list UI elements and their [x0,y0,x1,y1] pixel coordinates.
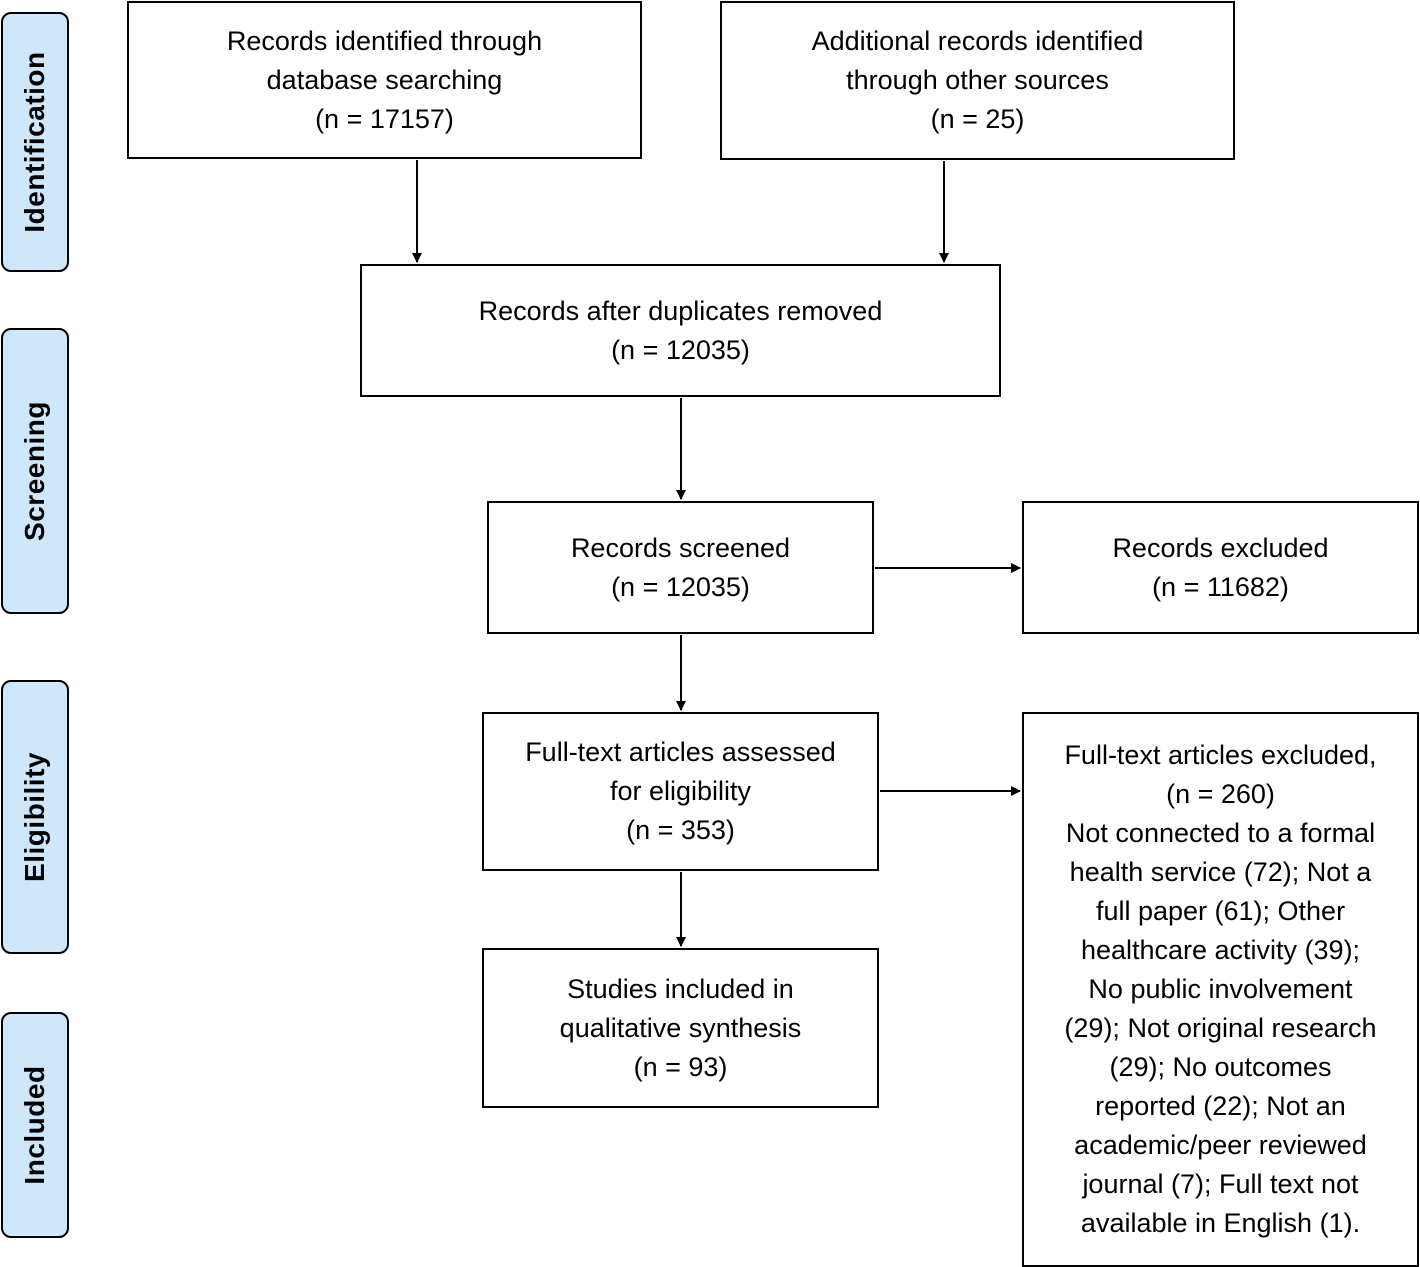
box-line: Records screened [570,532,791,563]
box-fulltext-assessed: Full-text articles assessed for eligibil… [482,712,879,871]
box-line: (n = 17157) [315,103,454,134]
box-line: (n = 353) [626,815,735,845]
box-fulltext-excluded: Full-text articles excluded, (n = 260) N… [1022,712,1419,1267]
box-line: Records identified through [226,25,543,56]
box-studies-included: Studies included in qualitative synthesi… [482,948,879,1108]
box-line: Additional records identified [811,26,1144,56]
box-line: qualitative synthesis [559,1012,802,1043]
box-line: (29); Not original research [1064,1013,1377,1043]
box-line: Studies included in [567,973,794,1004]
box-line: (n = 11682) [1152,571,1289,602]
box-line: journal (7); Full text not [1082,1169,1359,1199]
box-database-search: Records identified through database sear… [127,1,642,159]
box-line: for eligibility [609,776,752,806]
box-line: Records after duplicates removed [478,295,883,326]
box-duplicates-removed: Records after duplicates removed (n = 12… [360,264,1001,397]
box-line: health service (72); Not a [1069,857,1372,887]
box-line: full paper (61); Other [1095,896,1346,926]
stage-screening: Screening [1,328,69,614]
box-records-excluded: Records excluded (n = 11682) [1022,501,1419,634]
box-line: available in English (1). [1080,1208,1361,1238]
box-line: Records excluded [1112,532,1329,563]
box-line: (n = 12035) [611,571,750,602]
box-line: reported (22); Not an [1095,1091,1346,1121]
box-line: No public involvement [1088,974,1353,1004]
box-records-screened: Records screened (n = 12035) [487,501,874,634]
box-other-sources: Additional records identified through ot… [720,1,1235,160]
box-line: (n = 12035) [611,334,750,365]
box-line: Full-text articles excluded, [1064,740,1377,770]
box-line: healthcare activity (39); [1080,935,1361,965]
box-line: through other sources [846,65,1109,95]
stage-eligibility: Eligibility [1,680,69,954]
box-line: academic/peer reviewed [1074,1130,1367,1160]
box-line: (n = 260) [1166,779,1275,809]
box-line: Not connected to a formal [1065,818,1376,848]
box-line: Full-text articles assessed [525,737,836,767]
box-line: (29); No outcomes [1109,1052,1332,1082]
stage-identification: Identification [1,12,69,272]
box-line: (n = 93) [633,1051,728,1082]
box-line: (n = 25) [930,104,1025,134]
box-line: database searching [266,64,503,95]
stage-included: Included [1,1012,69,1238]
